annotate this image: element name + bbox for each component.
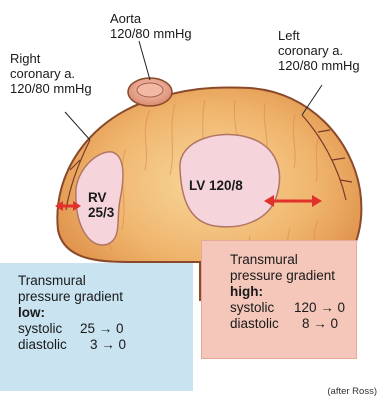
aorta-name: Aorta [110,11,192,26]
low-diastolic-label: diastolic [18,337,90,353]
low-gradient-box: Transmural pressure gradient low: systol… [0,263,193,391]
low-diastolic-value: 3 → 0 [90,337,126,352]
low-box-title-1: Transmural [18,273,193,289]
high-box-title-1: Transmural [230,252,356,268]
left-coronary-pressure: 120/80 mmHg [278,58,360,73]
left-coronary-name: Left [278,28,360,43]
lv-label: LV 120/8 [189,178,243,193]
source-credit: (after Ross) [327,386,377,397]
low-box-title-2: pressure gradient [18,289,193,305]
low-systolic-label: systolic [18,321,80,337]
right-coronary-leader [65,112,90,140]
low-box-title-3: low: [18,305,193,321]
aorta-label: Aorta 120/80 mmHg [110,11,192,41]
left-coronary-sub: coronary a. [278,43,360,58]
high-systolic-value: 120 → 0 [294,300,345,315]
high-diastolic-value: 8 → 0 [302,316,338,331]
aorta-lumen [137,83,163,97]
high-systolic-label: systolic [230,300,294,316]
right-coronary-label: Right coronary a. 120/80 mmHg [10,51,92,96]
left-coronary-label: Left coronary a. 120/80 mmHg [278,28,360,73]
lv-pressure-label: LV 120/8 [189,178,243,193]
aorta-leader [139,41,150,80]
high-diastolic-label: diastolic [230,316,302,332]
right-coronary-pressure: 120/80 mmHg [10,81,92,96]
rv-label: RV 25/3 [88,190,114,220]
low-systolic-value: 25 → 0 [80,321,124,336]
right-coronary-name: Right [10,51,92,66]
aorta-pressure: 120/80 mmHg [110,26,192,41]
high-gradient-box: Transmural pressure gradient high: systo… [201,240,357,359]
high-box-title-2: pressure gradient [230,268,356,284]
high-box-title-3: high: [230,284,356,300]
rv-name: RV [88,190,114,205]
rv-pressure: 25/3 [88,205,114,220]
right-coronary-sub: coronary a. [10,66,92,81]
